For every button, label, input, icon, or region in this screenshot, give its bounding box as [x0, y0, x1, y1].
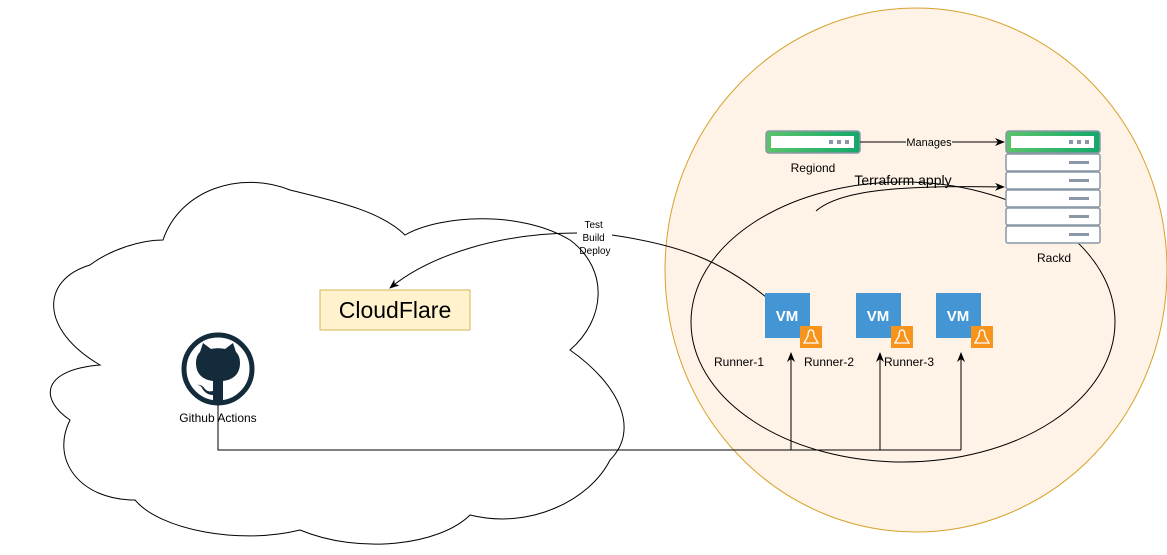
deploy-edge [611, 234, 767, 298]
vm-runner-2[interactable]: VM [856, 293, 913, 348]
trigger-bus [217, 405, 961, 451]
linux-icon [971, 326, 993, 348]
runner-pool [690, 181, 1116, 463]
runner-3-label: Runner-3 [884, 355, 934, 369]
vm-runner-1[interactable]: VM [765, 293, 822, 348]
regiond-label: Regiond [791, 161, 836, 175]
datacenter-zone [664, 7, 1167, 533]
terraform-label: Terraform apply [854, 172, 951, 188]
linux-icon [891, 326, 913, 348]
terraform-edge [815, 182, 1005, 212]
vm-runner-3[interactable]: VM [936, 293, 993, 348]
github-icon[interactable] [181, 332, 255, 406]
cloudflare-box[interactable] [319, 289, 471, 331]
svg-text:VM: VM [867, 308, 890, 325]
cloudflare-label: CloudFlare [339, 297, 452, 323]
internet-cloud [49, 181, 625, 545]
rackd-server-stack[interactable] [1005, 130, 1101, 244]
regiond-server[interactable] [765, 130, 861, 154]
deploy-label: Test Build Deploy [579, 220, 610, 257]
runner-2-label: Runner-2 [804, 355, 854, 369]
svg-text:VM: VM [947, 308, 970, 325]
manages-label: Manages [906, 137, 952, 149]
rackd-label: Rackd [1037, 251, 1071, 265]
runner-1-label: Runner-1 [714, 355, 764, 369]
linux-icon [800, 326, 822, 348]
svg-text:VM: VM [776, 308, 799, 325]
